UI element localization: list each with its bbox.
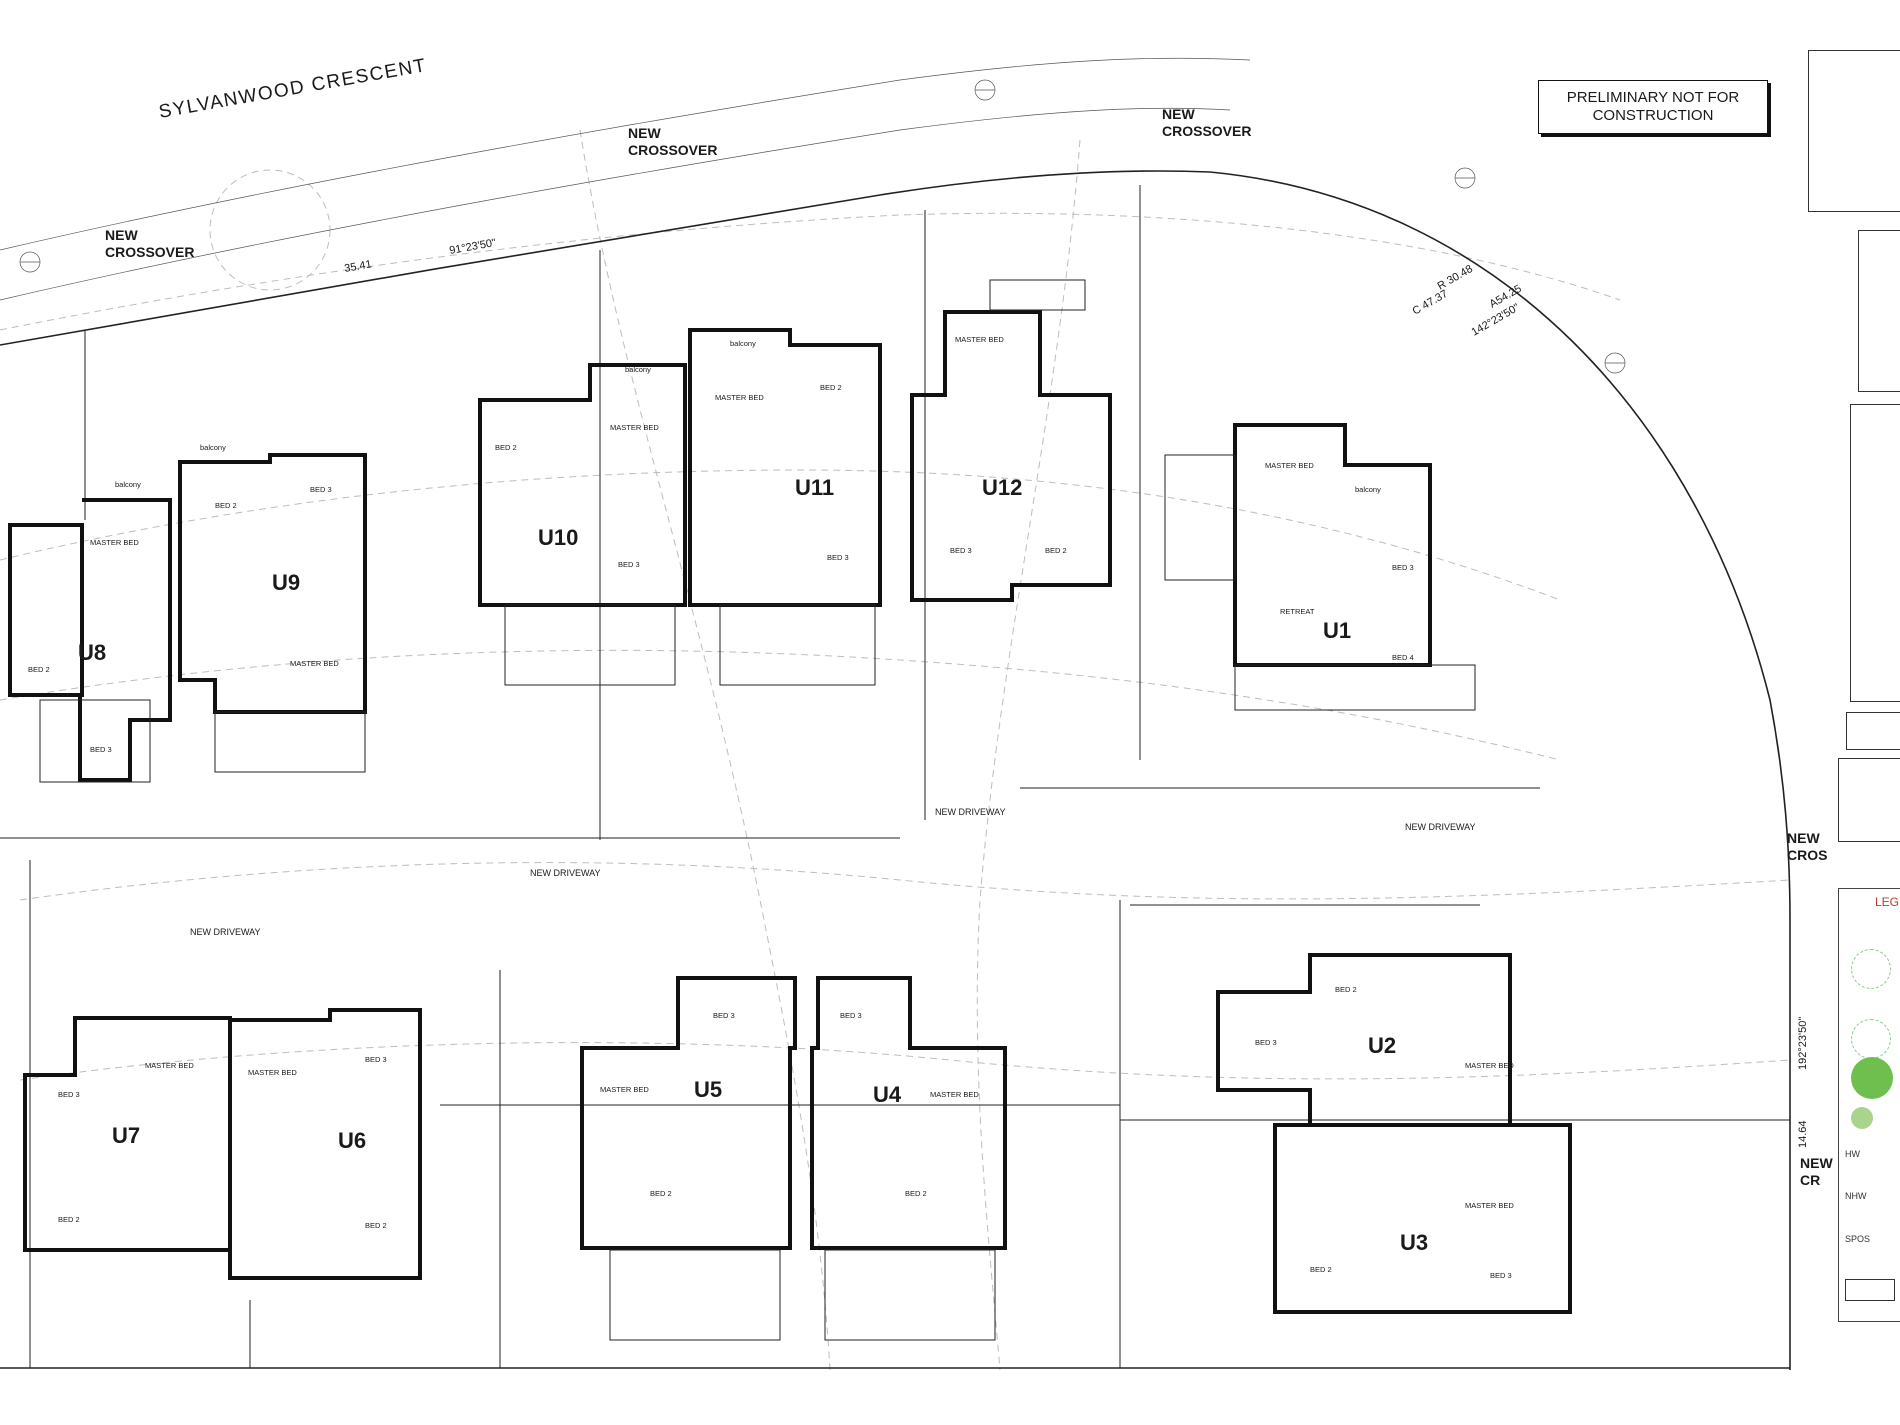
unit-label-u5: U5 bbox=[694, 1077, 722, 1102]
room-label: BED 3 bbox=[1392, 563, 1414, 572]
room-label: BED 2 bbox=[1310, 1265, 1332, 1274]
arc-radius: R 30.48 bbox=[1436, 263, 1475, 293]
site-contours bbox=[0, 129, 1791, 1371]
east-length: 14.64 bbox=[1797, 1120, 1809, 1148]
unit-label-u4: U4 bbox=[873, 1082, 902, 1107]
driveway-labels: NEW DRIVEWAY NEW DRIVEWAY NEW DRIVEWAY N… bbox=[190, 807, 1476, 937]
room-label: MASTER BED bbox=[145, 1061, 194, 1070]
unit-label-u6: U6 bbox=[338, 1128, 366, 1153]
site-coverage-table bbox=[1858, 230, 1900, 392]
room-labels: MASTER BED BED 2 BED 3 balcony BED 2 BED… bbox=[28, 335, 1514, 1280]
room-label: MASTER BED bbox=[610, 423, 659, 432]
front-length: 35.41 bbox=[343, 258, 372, 275]
room-label: MASTER BED bbox=[955, 335, 1004, 344]
room-label: MASTER BED bbox=[1465, 1201, 1514, 1210]
legend-swatch bbox=[1845, 1279, 1895, 1301]
room-label: balcony bbox=[200, 443, 226, 452]
unit-footprints bbox=[8, 279, 1476, 783]
room-label: BED 3 bbox=[618, 560, 640, 569]
groundcover-icon bbox=[1851, 1107, 1873, 1129]
unit-label-u7: U7 bbox=[112, 1123, 140, 1148]
impervious-area-table bbox=[1850, 404, 1900, 702]
driveway-label: NEW DRIVEWAY bbox=[530, 868, 601, 878]
arc-chord: C 47.37 bbox=[1411, 288, 1450, 318]
room-label: BED 4 bbox=[1392, 653, 1414, 662]
unit-footprints-bottom bbox=[23, 953, 1572, 1341]
unit-label-u3: U3 bbox=[1400, 1230, 1428, 1255]
room-label: BED 2 bbox=[215, 501, 237, 510]
preliminary-notice: PRELIMINARY NOT FOR CONSTRUCTION bbox=[1538, 80, 1768, 134]
street-boundary bbox=[0, 57, 1791, 1370]
room-label: MASTER BED bbox=[90, 538, 139, 547]
room-label: BED 3 bbox=[90, 745, 112, 754]
unit-label-u12: U12 bbox=[982, 475, 1022, 500]
total-summary-box bbox=[1846, 712, 1900, 750]
room-label: BED 3 bbox=[840, 1011, 862, 1020]
room-label: balcony bbox=[730, 339, 756, 348]
building-area-table bbox=[1808, 50, 1900, 212]
room-label: balcony bbox=[625, 365, 651, 374]
front-bearing: 91°23'50" bbox=[448, 237, 497, 257]
room-label: BED 2 bbox=[1045, 546, 1067, 555]
street-name: SYLVANWOOD CRESCENT bbox=[157, 55, 428, 123]
unit-label-u1: U1 bbox=[1323, 618, 1351, 643]
room-label: BED 2 bbox=[58, 1215, 80, 1224]
room-label: MASTER BED bbox=[1465, 1061, 1514, 1070]
room-label: RETREAT bbox=[1280, 607, 1315, 616]
boundary-dimensions: 35.41 91°23'50" R 30.48 C 47.37 A54.25 1… bbox=[343, 237, 1809, 1148]
room-label: BED 2 bbox=[28, 665, 50, 674]
room-label: MASTER BED bbox=[1265, 461, 1314, 470]
room-label: BED 3 bbox=[827, 553, 849, 562]
room-label: BED 2 bbox=[820, 383, 842, 392]
trees bbox=[19, 79, 1626, 374]
room-label: BED 2 bbox=[905, 1189, 927, 1198]
legend-item-hw: HW bbox=[1845, 1149, 1860, 1159]
unit-label-u11: U11 bbox=[795, 475, 834, 500]
room-label: MASTER BED bbox=[248, 1068, 297, 1077]
room-label: BED 2 bbox=[1335, 985, 1357, 994]
unit-label-u2: U2 bbox=[1368, 1033, 1396, 1058]
driveway-label: NEW DRIVEWAY bbox=[190, 927, 261, 937]
room-label: BED 2 bbox=[495, 443, 517, 452]
room-label: BED 2 bbox=[365, 1221, 387, 1230]
shrub-icon bbox=[1851, 1057, 1893, 1099]
unit-label-u9: U9 bbox=[272, 570, 300, 595]
legend-title: LEG bbox=[1875, 895, 1900, 909]
legend-item-spos: SPOS bbox=[1845, 1234, 1871, 1244]
lot-lines bbox=[0, 185, 1790, 1368]
room-label: MASTER BED bbox=[715, 393, 764, 402]
legend-item-nhw: NHW bbox=[1845, 1191, 1867, 1201]
room-label: BED 2 bbox=[650, 1189, 672, 1198]
room-label: BED 3 bbox=[713, 1011, 735, 1020]
driveway-label: NEW DRIVEWAY bbox=[1405, 822, 1476, 832]
room-label: MASTER BED bbox=[930, 1090, 979, 1099]
impervious-summary-table bbox=[1838, 758, 1900, 842]
east-bearing: 192°23'50" bbox=[1797, 1017, 1809, 1070]
room-label: BED 3 bbox=[1490, 1271, 1512, 1280]
room-label: BED 3 bbox=[365, 1055, 387, 1064]
unit-label-u8: U8 bbox=[78, 640, 106, 665]
room-label: BED 3 bbox=[950, 546, 972, 555]
driveway-label: NEW DRIVEWAY bbox=[935, 807, 1006, 817]
tree-new-icon bbox=[1851, 1019, 1891, 1059]
room-label: balcony bbox=[115, 480, 141, 489]
room-label: MASTER BED bbox=[290, 659, 339, 668]
room-label: BED 3 bbox=[1255, 1038, 1277, 1047]
room-label: balcony bbox=[1355, 485, 1381, 494]
room-label: MASTER BED bbox=[600, 1085, 649, 1094]
unit-labels: U1 U2 U3 U4 U5 U6 U7 U8 U9 U10 U11 U12 bbox=[78, 475, 1428, 1255]
room-label: BED 3 bbox=[310, 485, 332, 494]
legend-panel: LEG HW NHW SPOS bbox=[1838, 888, 1900, 1322]
room-label: BED 3 bbox=[58, 1090, 80, 1099]
tree-retained-icon bbox=[1851, 949, 1891, 989]
unit-label-u10: U10 bbox=[538, 525, 578, 550]
